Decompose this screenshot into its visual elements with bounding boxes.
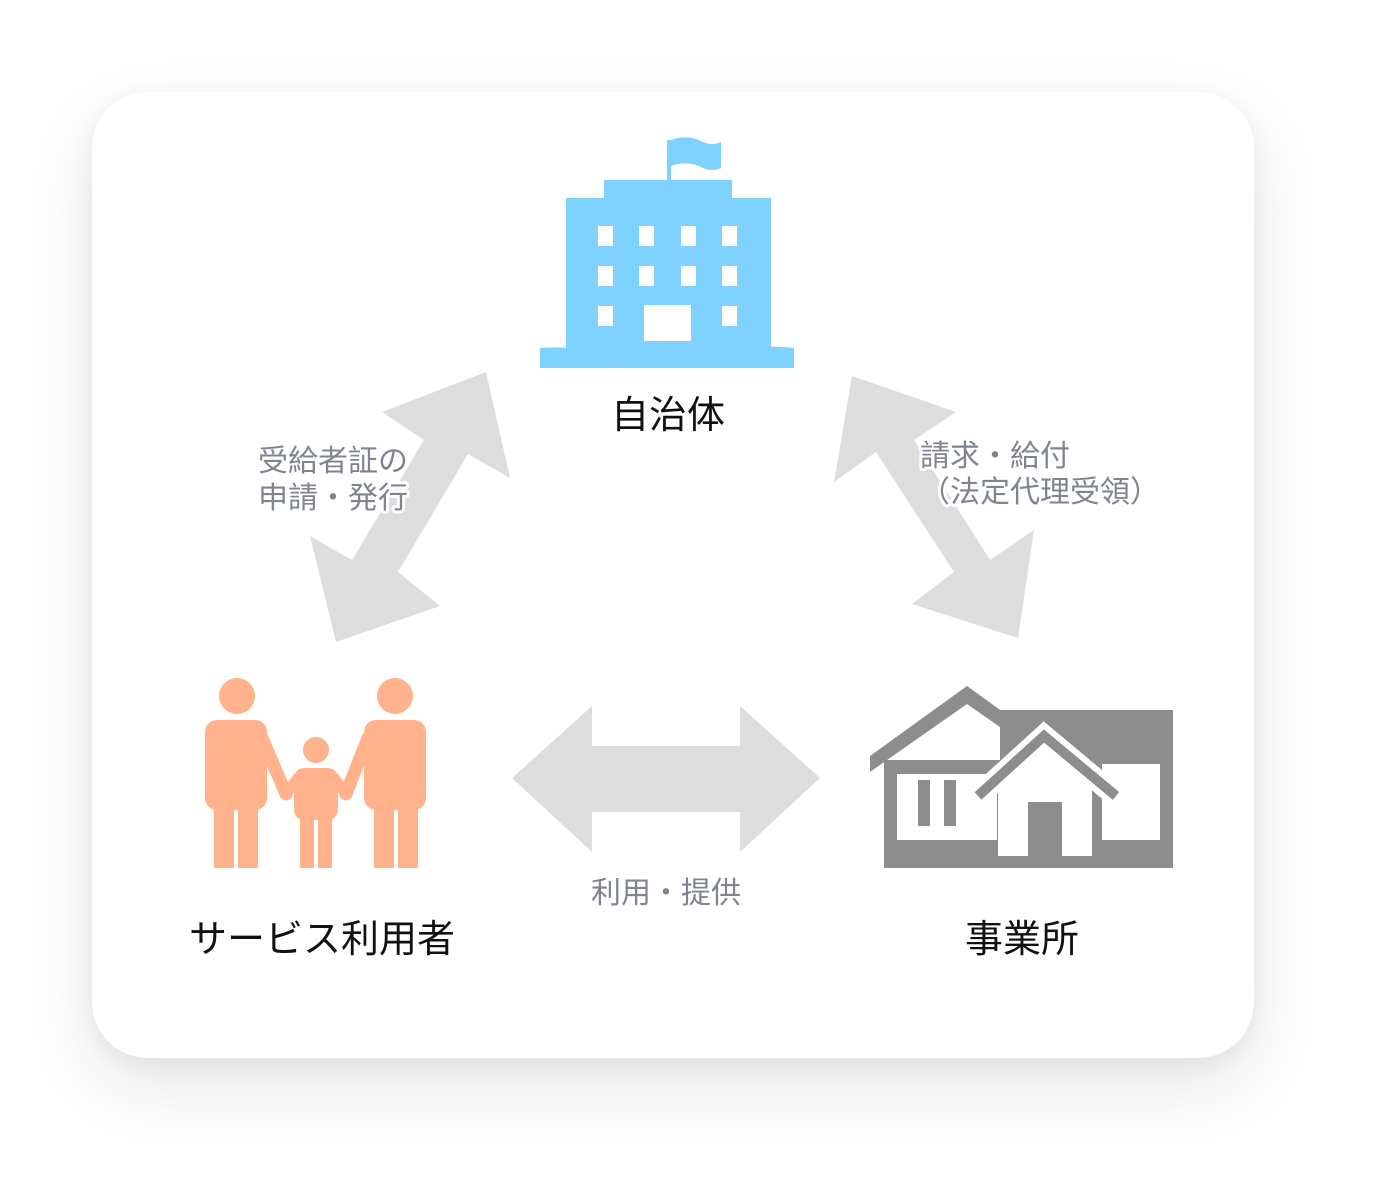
arrow-user-office — [512, 706, 820, 852]
business-office-label: 事業所 — [965, 917, 1079, 961]
houses-icon — [870, 686, 1173, 868]
edge-label-user-municipality-line1: 受給者証の — [258, 444, 408, 479]
edge-label-municipality-office-line1: 請求・給付 — [920, 439, 1070, 474]
service-user-label: サービス利用者 — [189, 917, 455, 961]
arrow-user-municipality — [310, 372, 510, 642]
edge-label-user-office: 利用・提供 — [591, 876, 741, 911]
government-building-icon — [540, 137, 794, 368]
edge-label-user-municipality-line2: 申請・発行 — [258, 481, 408, 516]
family-icon — [205, 678, 426, 868]
edge-label-municipality-office-line2: （法定代理受領） — [920, 475, 1160, 510]
arrow-municipality-office — [834, 376, 1034, 638]
municipality-label: 自治体 — [611, 393, 725, 437]
